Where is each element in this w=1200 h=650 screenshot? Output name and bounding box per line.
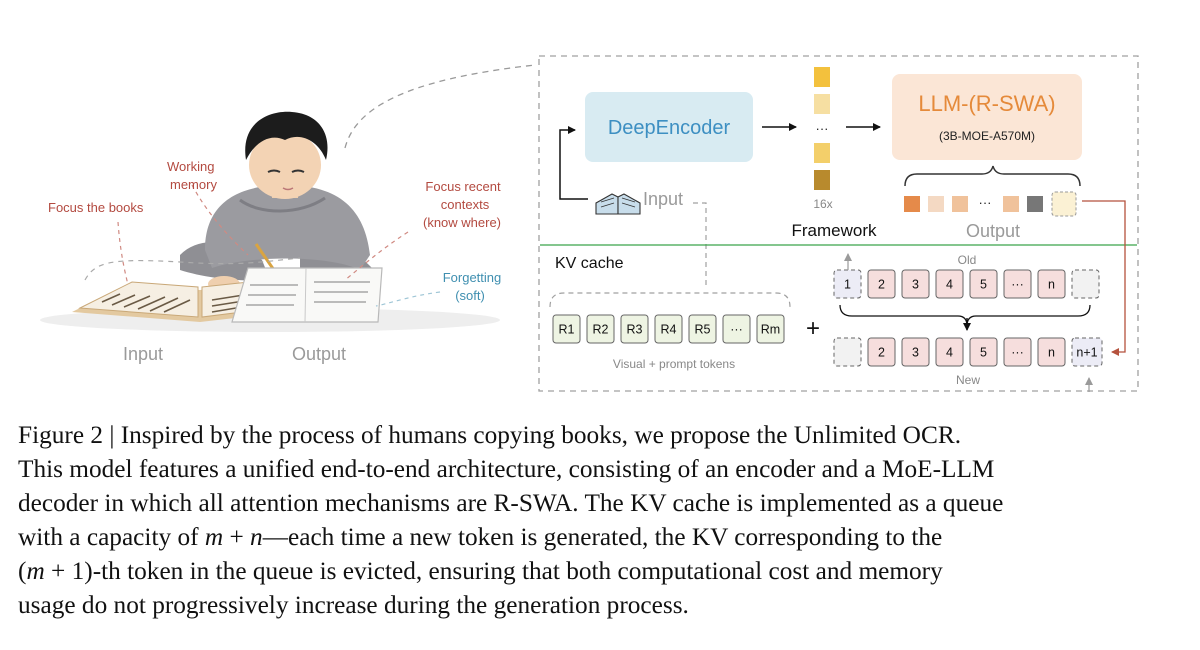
new-token-8-label: n+1 xyxy=(1076,346,1097,360)
visual-token-5 xyxy=(688,314,717,344)
new-token-3-label: 3 xyxy=(912,346,919,360)
notebook-output xyxy=(231,267,383,323)
visual-token-7 xyxy=(756,314,785,344)
caption-text: + xyxy=(223,523,251,551)
old-label: Old xyxy=(958,253,977,267)
output-token-row: ··· xyxy=(904,191,1077,217)
new-token-8 xyxy=(1071,337,1103,367)
label-know-where: (know where) xyxy=(423,215,501,230)
old-token-2 xyxy=(867,269,896,299)
new-token-6 xyxy=(1003,337,1032,367)
input-book-icon xyxy=(595,193,641,215)
visual-token-3-label: R3 xyxy=(627,323,643,337)
plus-sign: + xyxy=(806,315,820,342)
new-token-5 xyxy=(969,337,998,367)
caption-line-6: usage do not progressively increase duri… xyxy=(18,591,689,619)
connector-curve xyxy=(344,64,536,149)
new-kv-queue: 2 3 4 5 ··· n n+1 xyxy=(833,337,1103,367)
new-token-6-label: ··· xyxy=(1011,346,1024,360)
label-contexts: contexts xyxy=(441,197,490,212)
compressed-token-column: ··· 16x xyxy=(813,67,833,211)
llm-subtitle: (3B-MOE-A570M) xyxy=(939,129,1035,143)
caption-line-5: (m + 1)-th token in the queue is evicted… xyxy=(18,554,1190,588)
visual-token-1-label: R1 xyxy=(559,323,575,337)
new-token-3 xyxy=(901,337,930,367)
figure-caption: Figure 2 | Inspired by the process of hu… xyxy=(18,418,1190,622)
caption-line-2: This model features a unified end-to-end… xyxy=(18,455,995,483)
visual-token-7-label: Rm xyxy=(761,323,780,337)
framework-label: Framework xyxy=(791,221,877,240)
old-token-4 xyxy=(935,269,964,299)
deep-encoder-label: DeepEncoder xyxy=(608,117,731,139)
new-token-4-label: 4 xyxy=(946,346,953,360)
label-memory: memory xyxy=(170,177,217,192)
old-token-7-label: n xyxy=(1048,278,1055,292)
visual-token-2-label: R2 xyxy=(593,323,609,337)
math-m: m xyxy=(204,523,224,551)
boy-copying-books-illustration: Focus the books Working memory Focus rec… xyxy=(40,111,502,364)
caption-line-1: Figure 2 | Inspired by the process of hu… xyxy=(18,421,962,449)
deep-encoder-box xyxy=(585,92,753,162)
compression-ratio: 16x xyxy=(813,197,832,211)
new-token-7-label: n xyxy=(1048,346,1055,360)
token-ellipsis: ··· xyxy=(816,121,829,136)
llm-box xyxy=(892,74,1082,160)
new-token-2-label: 2 xyxy=(878,346,885,360)
visual-token-4-label: R4 xyxy=(661,323,677,337)
visual-token-4 xyxy=(654,314,683,344)
math-n: n xyxy=(250,523,263,551)
output-to-cache-arrow xyxy=(1082,200,1126,356)
new-label: New xyxy=(956,373,980,387)
math-m: m xyxy=(26,557,45,585)
new-token-4 xyxy=(935,337,964,367)
label-soft: (soft) xyxy=(455,288,485,303)
old-token-5 xyxy=(969,269,998,299)
label-focus-the-books: Focus the books xyxy=(48,200,144,215)
new-token-2 xyxy=(867,337,896,367)
label-output: Output xyxy=(292,344,346,364)
visual-token-5-label: R5 xyxy=(695,323,711,337)
framework-panel: DeepEncoder ··· 16x LLM-(R-SWA) (3B-MOE-… xyxy=(538,55,1139,392)
new-token-5-label: 5 xyxy=(980,346,987,360)
caption-text: + 1)-th token in the queue is evicted, e… xyxy=(44,557,943,585)
old-token-3-label: 3 xyxy=(912,278,919,292)
new-token-1 xyxy=(833,337,862,367)
label-focus-recent: Focus recent xyxy=(425,179,501,194)
label-forgetting: Forgetting xyxy=(443,270,502,285)
label-input: Input xyxy=(123,344,163,364)
kv-cache-label: KV cache xyxy=(555,255,624,272)
old-token-7 xyxy=(1037,269,1066,299)
old-kv-queue: 1 2 3 4 5 ··· n xyxy=(833,269,1100,299)
output-ellipsis: ··· xyxy=(979,195,992,210)
old-token-3 xyxy=(901,269,930,299)
visual-token-6 xyxy=(722,314,751,344)
visual-token-1 xyxy=(552,314,581,344)
old-token-2-label: 2 xyxy=(878,278,885,292)
caption-line-3: decoder in which all attention mechanism… xyxy=(18,489,1004,517)
old-token-8 xyxy=(1071,269,1100,299)
visual-token-3 xyxy=(620,314,649,344)
output-label: Output xyxy=(966,221,1020,241)
open-book-input xyxy=(72,280,262,322)
visual-caption: Visual + prompt tokens xyxy=(613,357,735,371)
old-token-6 xyxy=(1003,269,1032,299)
input-label: Input xyxy=(643,189,683,209)
old-token-6-label: ··· xyxy=(1011,278,1024,292)
caption-text: —each time a new token is generated, the… xyxy=(262,523,943,551)
caption-text: ( xyxy=(18,557,27,585)
label-working: Working xyxy=(167,159,214,174)
caption-line-4: with a capacity of m + n—each time a new… xyxy=(18,520,1190,554)
figure-2: Focus the books Working memory Focus rec… xyxy=(40,55,1139,392)
llm-title: LLM-(R-SWA) xyxy=(918,91,1055,116)
visual-token-6-label: ··· xyxy=(730,323,743,337)
old-token-1-label: 1 xyxy=(844,278,851,292)
visual-token-row: R1 R2 R3 R4 R5 ··· Rm xyxy=(552,314,785,344)
caption-text: with a capacity of xyxy=(18,523,205,551)
old-token-4-label: 4 xyxy=(946,278,953,292)
visual-token-2 xyxy=(586,314,615,344)
new-token-7 xyxy=(1037,337,1066,367)
old-token-5-label: 5 xyxy=(980,278,987,292)
